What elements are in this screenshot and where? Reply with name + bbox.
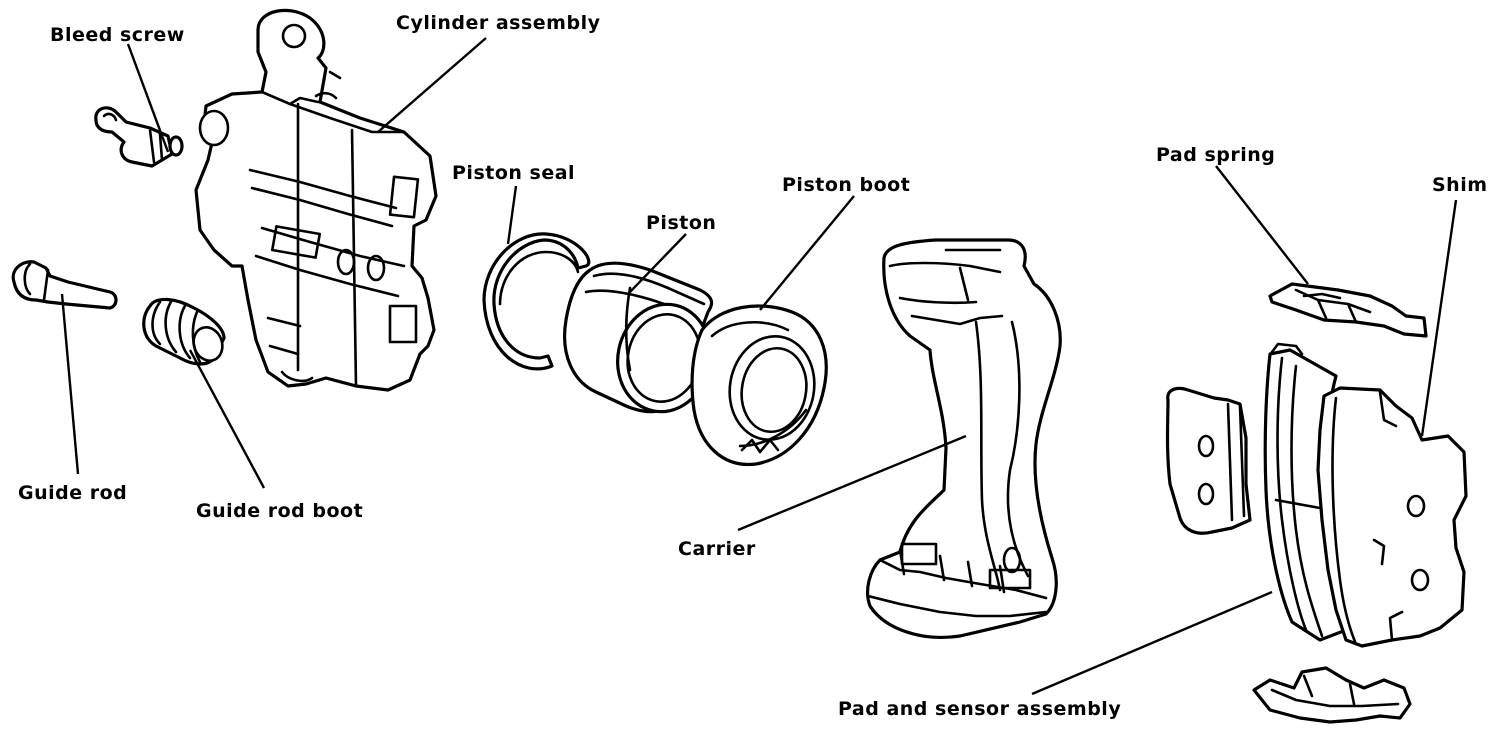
piston-boot-part: [690, 304, 828, 467]
label-carrier: Carrier: [678, 538, 756, 560]
shim-part: [1316, 386, 1468, 648]
leader-pad-and-sensor: [1031, 590, 1273, 696]
label-guide-rod-boot: Guide rod boot: [196, 500, 363, 522]
label-piston: Piston: [646, 212, 716, 234]
bleed-screw-part: [94, 106, 184, 168]
leader-lines: [60, 37, 1458, 696]
label-guide-rod: Guide rod: [18, 482, 127, 504]
label-shim: Shim: [1432, 174, 1488, 196]
guide-rod-boot-part: [142, 297, 226, 366]
piston-part: [563, 261, 714, 414]
leader-pad-spring: [1215, 165, 1309, 285]
label-pad-spring: Pad spring: [1156, 144, 1275, 166]
cylinder-assembly-part: [194, 8, 438, 392]
carrier-part: [866, 238, 1062, 639]
label-cylinder-assembly: Cylinder assembly: [396, 12, 601, 34]
leader-piston: [629, 233, 687, 293]
labels: Bleed screw Cylinder assembly Piston sea…: [18, 12, 1488, 720]
label-bleed-screw: Bleed screw: [50, 24, 185, 46]
leader-cylinder-assembly: [377, 37, 487, 133]
leader-carrier: [737, 434, 967, 532]
leader-piston-boot: [759, 195, 855, 311]
leader-piston-seal: [506, 185, 518, 245]
leader-guide-rod-boot: [188, 349, 266, 489]
leader-shim: [1420, 199, 1458, 437]
guide-rod-part: [11, 260, 118, 310]
pad-and-sensor-assembly-part: [1165, 386, 1252, 535]
label-piston-boot: Piston boot: [782, 174, 910, 196]
pad-spring-part: [1268, 282, 1428, 338]
label-piston-seal: Piston seal: [452, 162, 575, 184]
label-pad-and-sensor-assembly: Pad and sensor assembly: [838, 698, 1121, 720]
leader-bleed-screw: [126, 43, 170, 153]
piston-seal-part: [482, 232, 591, 371]
leader-guide-rod: [60, 293, 80, 475]
pad-clip-part: [1252, 666, 1412, 724]
